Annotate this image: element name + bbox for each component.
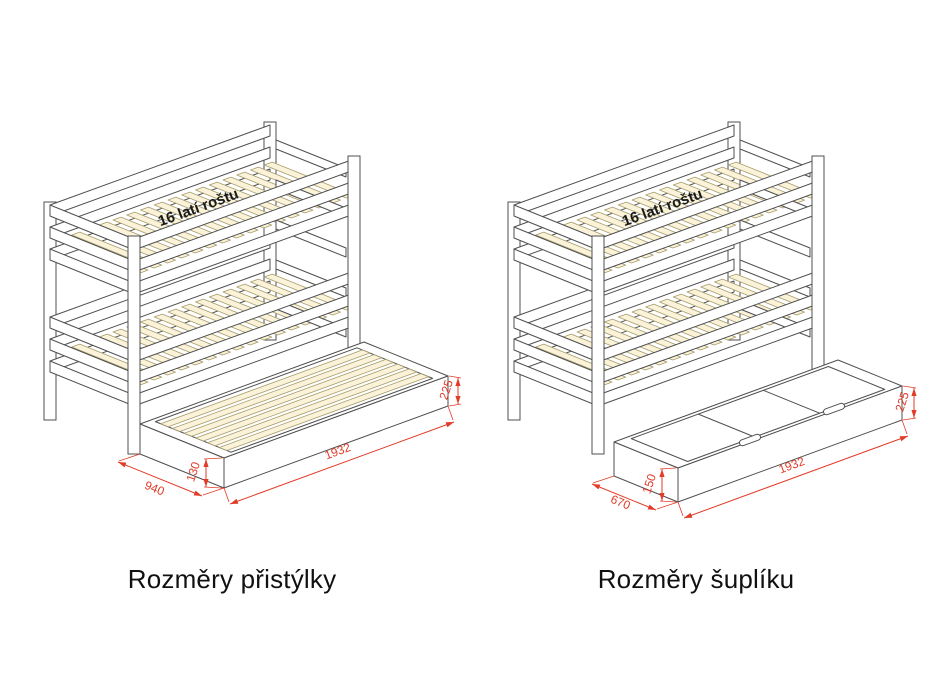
trundle-bed xyxy=(139,341,449,489)
bunk-bed xyxy=(43,121,361,455)
dimension-label-height: 150 xyxy=(639,472,659,496)
dimension-height: 130 xyxy=(183,457,223,489)
dimension-length: 1932 xyxy=(677,419,909,519)
dimension-height: 150 xyxy=(639,467,677,503)
dimension-label-width: 940 xyxy=(143,478,167,499)
caption-drawer: Rozměry šuplíku xyxy=(597,564,795,594)
dimension-side_height: 225 xyxy=(436,375,462,407)
bunk-bed xyxy=(507,121,825,455)
dimension-label-width: 670 xyxy=(609,492,633,513)
drawer-handle-cutout xyxy=(822,402,846,416)
dimension-label-side_height: 225 xyxy=(892,390,912,414)
dimension-label-height: 130 xyxy=(183,460,203,484)
dimension-label-side_height: 225 xyxy=(436,378,456,402)
caption-extra-bed: Rozměry přistýlky xyxy=(127,564,337,594)
drawer-handle-cutout xyxy=(738,433,762,447)
dimension-side_height: 225 xyxy=(892,385,917,421)
